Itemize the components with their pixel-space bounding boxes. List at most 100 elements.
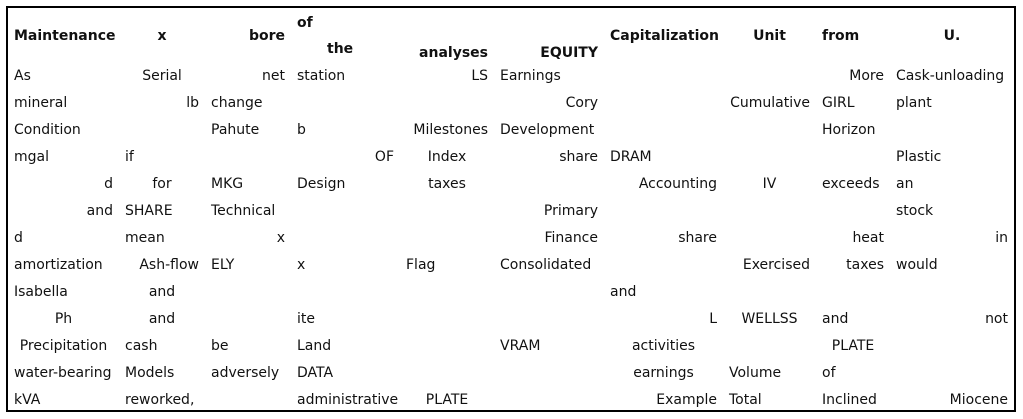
table-cell	[291, 198, 400, 225]
table-cell: mgal	[14, 149, 49, 165]
table-cell: OF	[374, 149, 394, 165]
table-cell	[291, 90, 400, 117]
table-cell: station	[297, 68, 346, 84]
table-cell: As	[14, 68, 31, 84]
table-cell	[205, 279, 291, 306]
table-cell: in	[995, 230, 1008, 246]
table-cell	[494, 387, 604, 414]
column-header: x	[157, 27, 167, 44]
table-cell: cash	[125, 338, 158, 354]
table-cell: mineral	[14, 95, 68, 111]
table-cell: and	[86, 203, 113, 219]
table-cell: ELY	[211, 257, 235, 273]
table-cell: DRAM	[610, 149, 652, 165]
table-cell: amortization	[14, 257, 103, 273]
table-cell: stock	[896, 203, 934, 219]
table-cell: Consolidated	[500, 257, 592, 273]
column-header: Unit	[753, 27, 786, 44]
table-cell	[291, 225, 400, 252]
table-cell: x	[297, 257, 306, 273]
table-cell	[494, 171, 604, 198]
table-cell	[816, 198, 890, 225]
table-cell: ite	[297, 311, 315, 327]
table-cell	[205, 387, 291, 414]
table-cell: would	[896, 257, 938, 273]
table-cell	[604, 90, 723, 117]
table-cell: adversely	[211, 365, 280, 381]
table-cell: d	[104, 176, 113, 192]
table-cell	[604, 117, 723, 144]
table-cell: kVA	[14, 392, 41, 408]
table-cell	[890, 117, 1014, 144]
table-cell	[723, 225, 816, 252]
header-text-bottom: the	[327, 40, 354, 57]
table-cell: change	[211, 95, 263, 111]
table-cell: Earnings	[500, 68, 561, 84]
column-header: bore	[248, 27, 285, 44]
table-cell	[723, 333, 816, 360]
table-cell	[816, 144, 890, 171]
table-cell: x	[276, 230, 285, 246]
table-cell: and	[822, 311, 849, 327]
table-cell: Cask-unloading	[896, 68, 1005, 84]
table-cell: Land	[297, 338, 332, 354]
table-cell: water-bearing	[14, 365, 112, 381]
table-cell: Inclined	[822, 392, 877, 408]
table-cell: Total	[729, 392, 762, 408]
table-cell: share	[678, 230, 717, 246]
table-cell	[723, 279, 816, 306]
table-cell: Ph	[54, 311, 73, 327]
table-cell: heat	[852, 230, 884, 246]
table-cell	[723, 63, 816, 90]
table-cell: Example	[656, 392, 717, 408]
table-cell: Condition	[14, 122, 81, 138]
column-header: Maintenance	[14, 27, 116, 44]
table-cell	[205, 306, 291, 333]
table-cell	[890, 360, 1014, 387]
column-header: analyses	[419, 45, 488, 61]
table-cell: Milestones	[413, 122, 488, 138]
table-cell: d	[14, 230, 23, 246]
table-cell: if	[125, 149, 134, 165]
table-cell: not	[985, 311, 1008, 327]
table-cell: VRAM	[500, 338, 541, 354]
table-cell	[400, 90, 494, 117]
table-cell	[400, 279, 494, 306]
table-cell	[119, 117, 205, 144]
table-cell	[604, 198, 723, 225]
table-cell	[400, 306, 494, 333]
table-cell	[723, 144, 816, 171]
table-cell: Flag	[406, 257, 436, 273]
table-cell: Finance	[544, 230, 598, 246]
table-cell: an	[896, 176, 914, 192]
table-cell: plant	[896, 95, 932, 111]
column-header: EQUITY	[540, 45, 598, 61]
column-header: from	[822, 27, 860, 44]
column-header: Capitalization	[610, 27, 719, 44]
table-cell	[890, 279, 1014, 306]
table-cell: and	[148, 284, 176, 300]
table-cell: Ash-flow	[139, 257, 199, 273]
table-cell: Horizon	[822, 122, 876, 138]
table-cell: WELLSS	[741, 311, 798, 327]
column-header: U.	[943, 27, 961, 44]
table-cell: Plastic	[896, 149, 942, 165]
table-cell: Development	[500, 122, 595, 138]
table-cell: share	[559, 149, 598, 165]
table-cell: Cory	[565, 95, 598, 111]
table-cell: earnings	[633, 365, 694, 381]
table-cell: activities	[631, 338, 696, 354]
